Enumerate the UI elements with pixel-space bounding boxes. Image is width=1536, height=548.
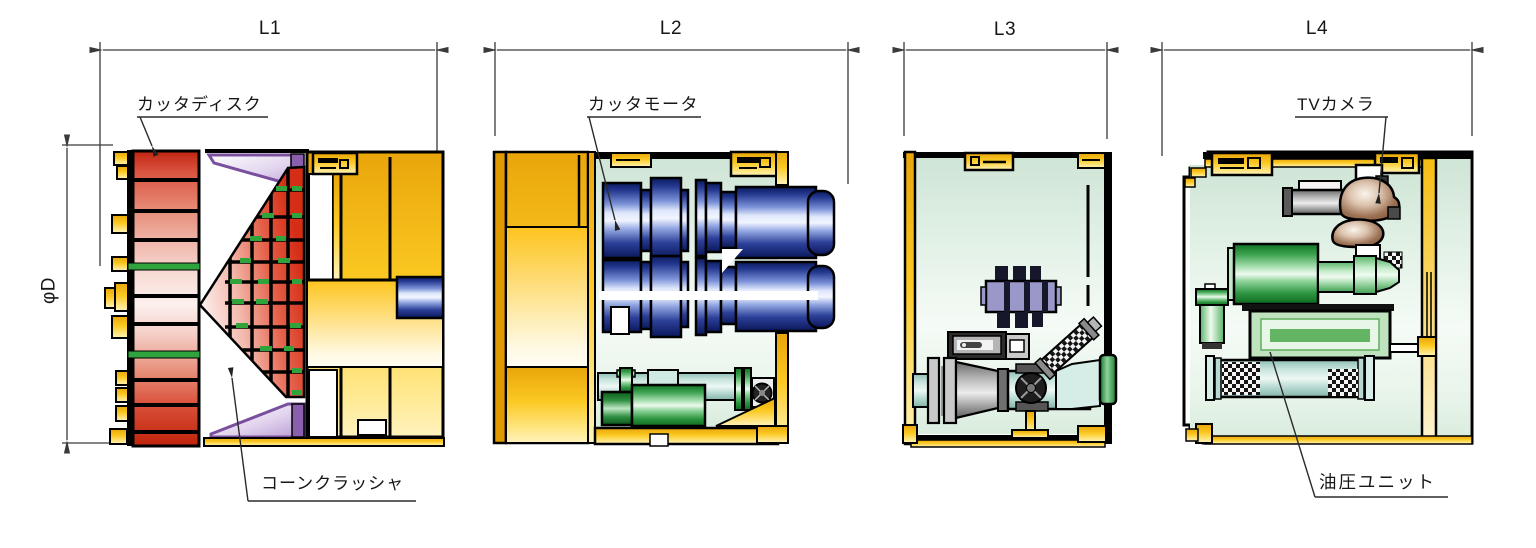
cutter-disk <box>127 149 201 448</box>
section-cutter-head <box>104 149 445 448</box>
label-l4: L4 <box>1305 18 1329 39</box>
dimension-l4 <box>1150 42 1484 156</box>
label-l1: L1 <box>258 18 282 39</box>
right-wall-3 <box>1104 152 1112 444</box>
discharge-pipe-assembly <box>912 316 1118 439</box>
tail-band <box>1437 159 1470 440</box>
label-cutter-motor: カッタモータ <box>588 95 699 114</box>
crusher-hopper-bottom <box>209 402 306 439</box>
label-hydraulic-unit: 油圧ユニット <box>1319 472 1436 492</box>
oil-filter <box>1195 288 1229 306</box>
hydraulic-motor <box>1232 242 1320 306</box>
dimension-l2 <box>483 42 860 184</box>
leader-lines <box>137 116 1448 502</box>
cone-crusher-cone <box>198 165 306 399</box>
inner-wall-4 <box>1420 156 1438 442</box>
section-cutter-motor <box>492 150 836 447</box>
hatch-latch-box <box>729 150 779 178</box>
hatch-latch-box <box>1210 151 1274 177</box>
hydraulic-unit-assembly <box>1195 242 1437 401</box>
motor-shaft-line <box>599 291 818 300</box>
shell-bottom-rail-3 <box>910 439 1106 448</box>
pump-assembly <box>597 367 776 428</box>
dimension-l3 <box>892 42 1119 139</box>
label-phi-d: φD <box>38 276 60 305</box>
label-cone-crusher: コーンクラッシャ <box>261 474 405 493</box>
shell-bottom-rail-4 <box>1204 435 1473 445</box>
label-tv-camera: TVカメラ <box>1297 95 1375 114</box>
label-l3: L3 <box>993 19 1017 40</box>
bulkhead <box>492 150 596 445</box>
shell-bottom-rail-2 <box>593 426 780 446</box>
motor-gap <box>722 249 743 273</box>
hatch-latch-box <box>963 151 1015 172</box>
section-equipment-bay <box>902 150 1118 448</box>
rear-wall-top <box>775 151 789 186</box>
label-cutter-disk: カッタディスク <box>137 95 262 114</box>
hatch-latch-box <box>311 151 359 176</box>
main-drive-shaft <box>395 275 445 320</box>
section-hydraulic-bay <box>1182 150 1474 445</box>
agitator-nozzle <box>1034 316 1103 381</box>
gauge-cutter-bits <box>104 151 131 445</box>
disk-spoke-lines <box>133 178 199 434</box>
label-l2: L2 <box>659 18 683 39</box>
control-panel <box>947 331 1030 360</box>
valve-manifold <box>980 266 1062 328</box>
end-flange <box>1098 353 1118 406</box>
hatch-latch-box <box>1373 151 1421 175</box>
dimension-phi-d <box>62 134 115 454</box>
accumulator-cylinder <box>1205 355 1375 401</box>
motor-inspection-notch <box>610 306 630 335</box>
shell-top-rail-2 <box>595 152 778 159</box>
